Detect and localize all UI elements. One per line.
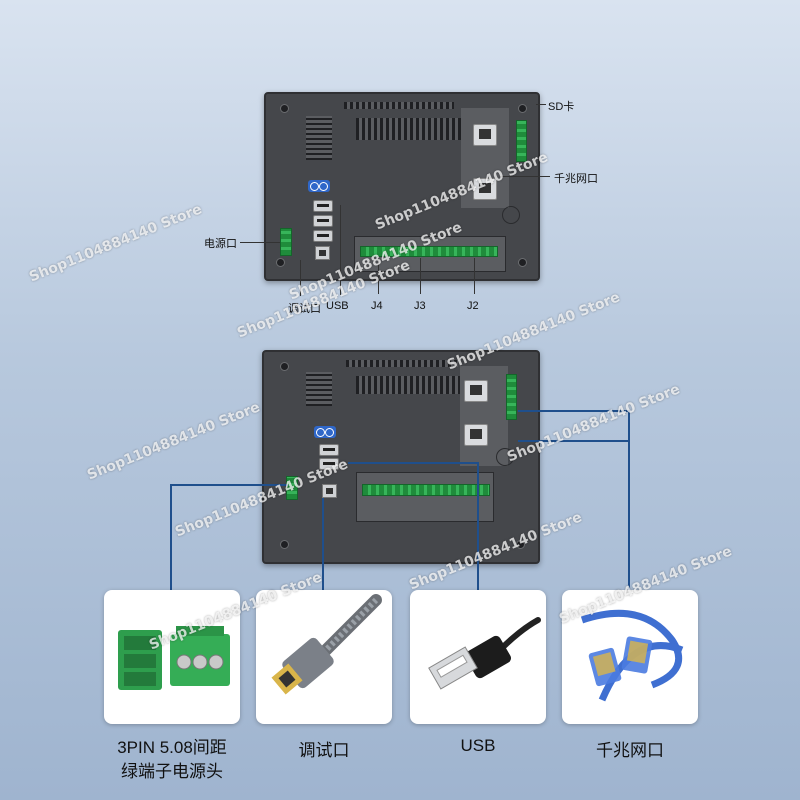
leader-line	[300, 260, 301, 296]
rj45-port-icon[interactable]	[473, 124, 497, 146]
terminal-block-icon	[360, 246, 498, 257]
brand-logo-icon	[308, 180, 330, 192]
knockout-circle	[502, 206, 520, 224]
power-connector-icon[interactable]	[280, 228, 292, 256]
top-vents	[346, 360, 458, 367]
knockout-circle	[496, 448, 514, 466]
mid-vents	[356, 118, 466, 140]
terminal-block-icon	[506, 374, 517, 420]
usb-label: USB	[326, 300, 349, 312]
screw-icon	[280, 362, 289, 371]
terminal-block-icon	[118, 626, 230, 690]
usb-a-port-icon[interactable]	[319, 444, 339, 456]
terminal-block-icon	[362, 484, 490, 496]
leader-line	[378, 258, 379, 294]
side-vents	[306, 372, 332, 406]
terminal-caption-line2: 绿端子电源头	[121, 762, 223, 781]
leader-line	[500, 176, 550, 177]
leader-line-usb	[477, 462, 479, 590]
usb-b-port-icon[interactable]	[315, 246, 330, 260]
terminal-block-icon	[516, 120, 527, 162]
usb-a-port-icon[interactable]	[313, 230, 333, 242]
terminal-block-card	[104, 590, 240, 724]
leader-line-ethernet	[518, 440, 630, 442]
rj45-port-icon[interactable]	[473, 178, 497, 200]
brand-logo-icon	[314, 426, 336, 438]
gigabit-port-label: 千兆网口	[554, 173, 598, 185]
screw-icon	[518, 104, 527, 113]
leader-line-terminal	[170, 484, 288, 486]
screw-icon	[280, 540, 289, 549]
usb-a-port-icon[interactable]	[313, 200, 333, 212]
leader-line	[340, 205, 341, 295]
leader-line	[474, 258, 475, 294]
usb-b-cable-icon	[271, 594, 382, 695]
leader-line-usb	[348, 462, 478, 464]
leader-line-ethernet	[518, 410, 630, 412]
ethernet-cable-card	[562, 590, 698, 724]
device-back-panel-top	[264, 92, 540, 281]
usb-a-port-icon[interactable]	[319, 458, 339, 470]
leader-line	[240, 242, 280, 243]
top-vents	[344, 102, 454, 109]
usb-caption: USB	[460, 736, 496, 755]
leader-line	[536, 104, 546, 105]
debug-port-label: 调试口	[288, 303, 321, 315]
j4-label: J4	[371, 300, 383, 312]
leader-line-terminal	[170, 484, 172, 590]
ethernet-caption: 千兆网口	[596, 741, 664, 760]
rj45-port-icon[interactable]	[464, 380, 488, 402]
j3-label: J3	[414, 300, 426, 312]
screw-icon	[518, 258, 527, 267]
terminal-caption: 3PIN 5.08间距 绿端子电源头	[92, 736, 252, 784]
mid-vents	[356, 376, 460, 394]
usb-a-cable-icon	[428, 617, 541, 690]
usb-a-port-icon[interactable]	[313, 215, 333, 227]
terminal-caption-line1: 3PIN 5.08间距	[117, 738, 227, 757]
terminal-recess	[356, 472, 494, 522]
watermark: Shop1104884140 Store	[27, 201, 205, 286]
leader-line-debug	[322, 498, 324, 590]
usb-b-cable-card	[256, 590, 392, 724]
ethernet-cable-icon	[580, 609, 684, 702]
side-vents	[306, 116, 332, 160]
j2-label: J2	[467, 300, 479, 312]
screw-icon	[516, 540, 525, 549]
screw-icon	[276, 258, 285, 267]
device-back-panel-bottom	[262, 350, 540, 564]
power-port-label: 电源口	[204, 238, 237, 250]
power-connector-icon[interactable]	[286, 476, 298, 500]
leader-line	[420, 258, 421, 294]
usb-b-port-icon[interactable]	[322, 484, 337, 498]
debug-caption: 调试口	[298, 741, 350, 760]
sd-card-label: SD卡	[548, 101, 575, 113]
watermark: Shop1104884140 Store	[85, 399, 263, 484]
usb-a-cable-card	[410, 590, 546, 724]
rj45-port-icon[interactable]	[464, 424, 488, 446]
leader-line-ethernet	[628, 410, 630, 590]
screw-icon	[280, 104, 289, 113]
